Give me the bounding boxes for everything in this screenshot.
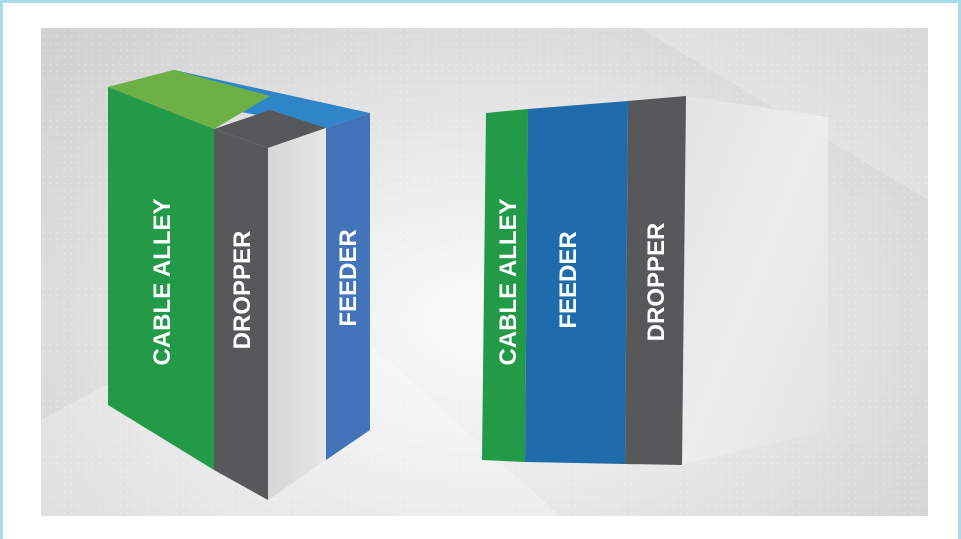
diagram-canvas: CABLE ALLEY DROPPER FEEDER CABLE ALLEY F… <box>41 28 928 516</box>
left-block-top-dark <box>214 110 326 148</box>
right-cable-alley-strip <box>482 109 528 462</box>
left-block-inner-face <box>268 128 326 500</box>
right-feeder-label: FEEDER <box>555 231 582 328</box>
left-block-dropper-face <box>214 129 268 500</box>
left-block-feeder-face <box>326 113 370 460</box>
diagram-svg: CABLE ALLEY DROPPER FEEDER CABLE ALLEY F… <box>41 28 928 516</box>
right-dropper-strip <box>625 96 686 465</box>
left-feeder-label: FEEDER <box>335 229 362 326</box>
right-dropper-label: DROPPER <box>643 223 670 342</box>
left-cable-alley-label: CABLE ALLEY <box>149 198 176 365</box>
left-block-cable-alley-face <box>108 87 214 470</box>
right-block: CABLE ALLEY FEEDER DROPPER <box>482 96 828 465</box>
right-feeder-strip <box>525 101 628 464</box>
right-block-side-sheen <box>682 96 828 465</box>
left-block: CABLE ALLEY DROPPER FEEDER <box>108 70 370 500</box>
left-block-top-green <box>108 70 270 129</box>
right-cable-alley-label: CABLE ALLEY <box>495 198 522 365</box>
left-dropper-label: DROPPER <box>229 231 256 350</box>
